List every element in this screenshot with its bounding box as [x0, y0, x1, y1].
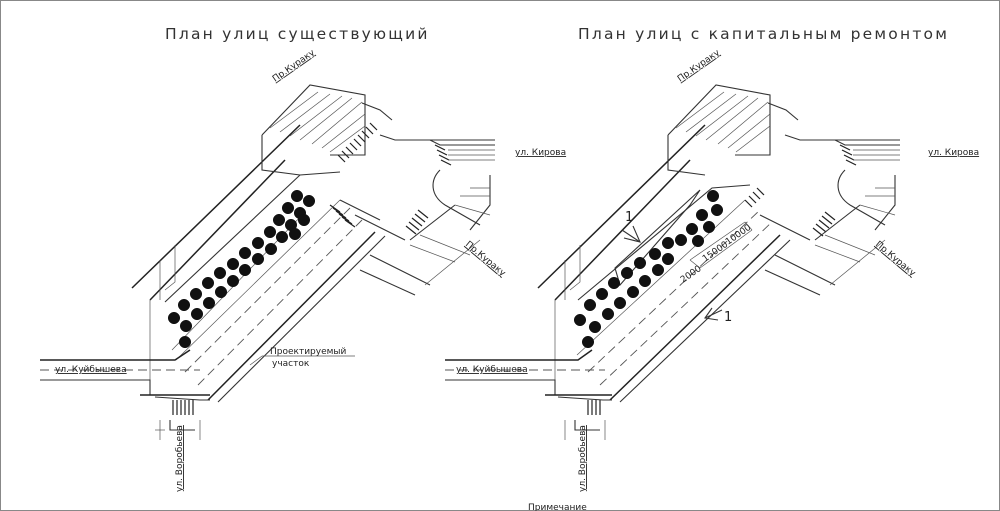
crosswalks — [172, 122, 452, 415]
street-label-kuybysheva-repair: ул. Куйбышева — [456, 365, 528, 375]
kuybysheva-street — [40, 349, 210, 440]
footer-note: Примечание — [528, 503, 587, 511]
note-line-1: Проектируемый — [270, 347, 347, 357]
street-label-kuraku-right-repair: Пр.Кураку — [873, 240, 918, 280]
kirova-intersection — [339, 134, 495, 296]
street-label-kuraku-top: Пр.Кураку — [271, 48, 317, 85]
tree-cluster — [167, 189, 316, 349]
street-label-kirova: ул. Кирова — [515, 148, 566, 158]
street-label-vorobyeva: ул. Воробьева — [175, 425, 185, 492]
svg-text:1: 1 — [625, 210, 633, 225]
dim-2000: 2000 — [679, 264, 704, 285]
crosswalks-repair — [587, 144, 857, 415]
section-marker-top: 1 — [621, 210, 641, 243]
main-diagonal-street — [131, 124, 386, 403]
upper-block — [261, 84, 393, 176]
plan-existing: План улиц существующий — [40, 25, 566, 492]
plan-repair: План улиц с капитальным ремонтом — [445, 25, 979, 492]
main-diagonal-street-repair — [537, 124, 791, 403]
note-line-2: участок — [272, 359, 310, 369]
kuybysheva-street-repair — [445, 349, 612, 440]
svg-text:1: 1 — [724, 310, 732, 325]
upper-block-repair — [667, 84, 799, 176]
plan-existing-title: План улиц существующий — [165, 25, 430, 43]
plan-repair-title: План улиц с капитальным ремонтом — [578, 25, 949, 43]
street-label-kuybysheva: ул. Куйбышева — [55, 365, 127, 375]
section-marker-bottom: 1 — [704, 307, 732, 325]
kirova-intersection-repair — [759, 134, 900, 296]
note-leader-tip — [249, 355, 263, 366]
street-label-kirova-repair: ул. Кирова — [928, 148, 979, 158]
tree-cluster-repair — [573, 189, 724, 349]
street-label-vorobyeva-repair: ул. Воробьева — [578, 425, 588, 492]
street-label-kuraku-right: Пр.Кураку — [463, 240, 508, 280]
street-label-kuraku-top-repair: Пр.Кураку — [676, 48, 722, 85]
